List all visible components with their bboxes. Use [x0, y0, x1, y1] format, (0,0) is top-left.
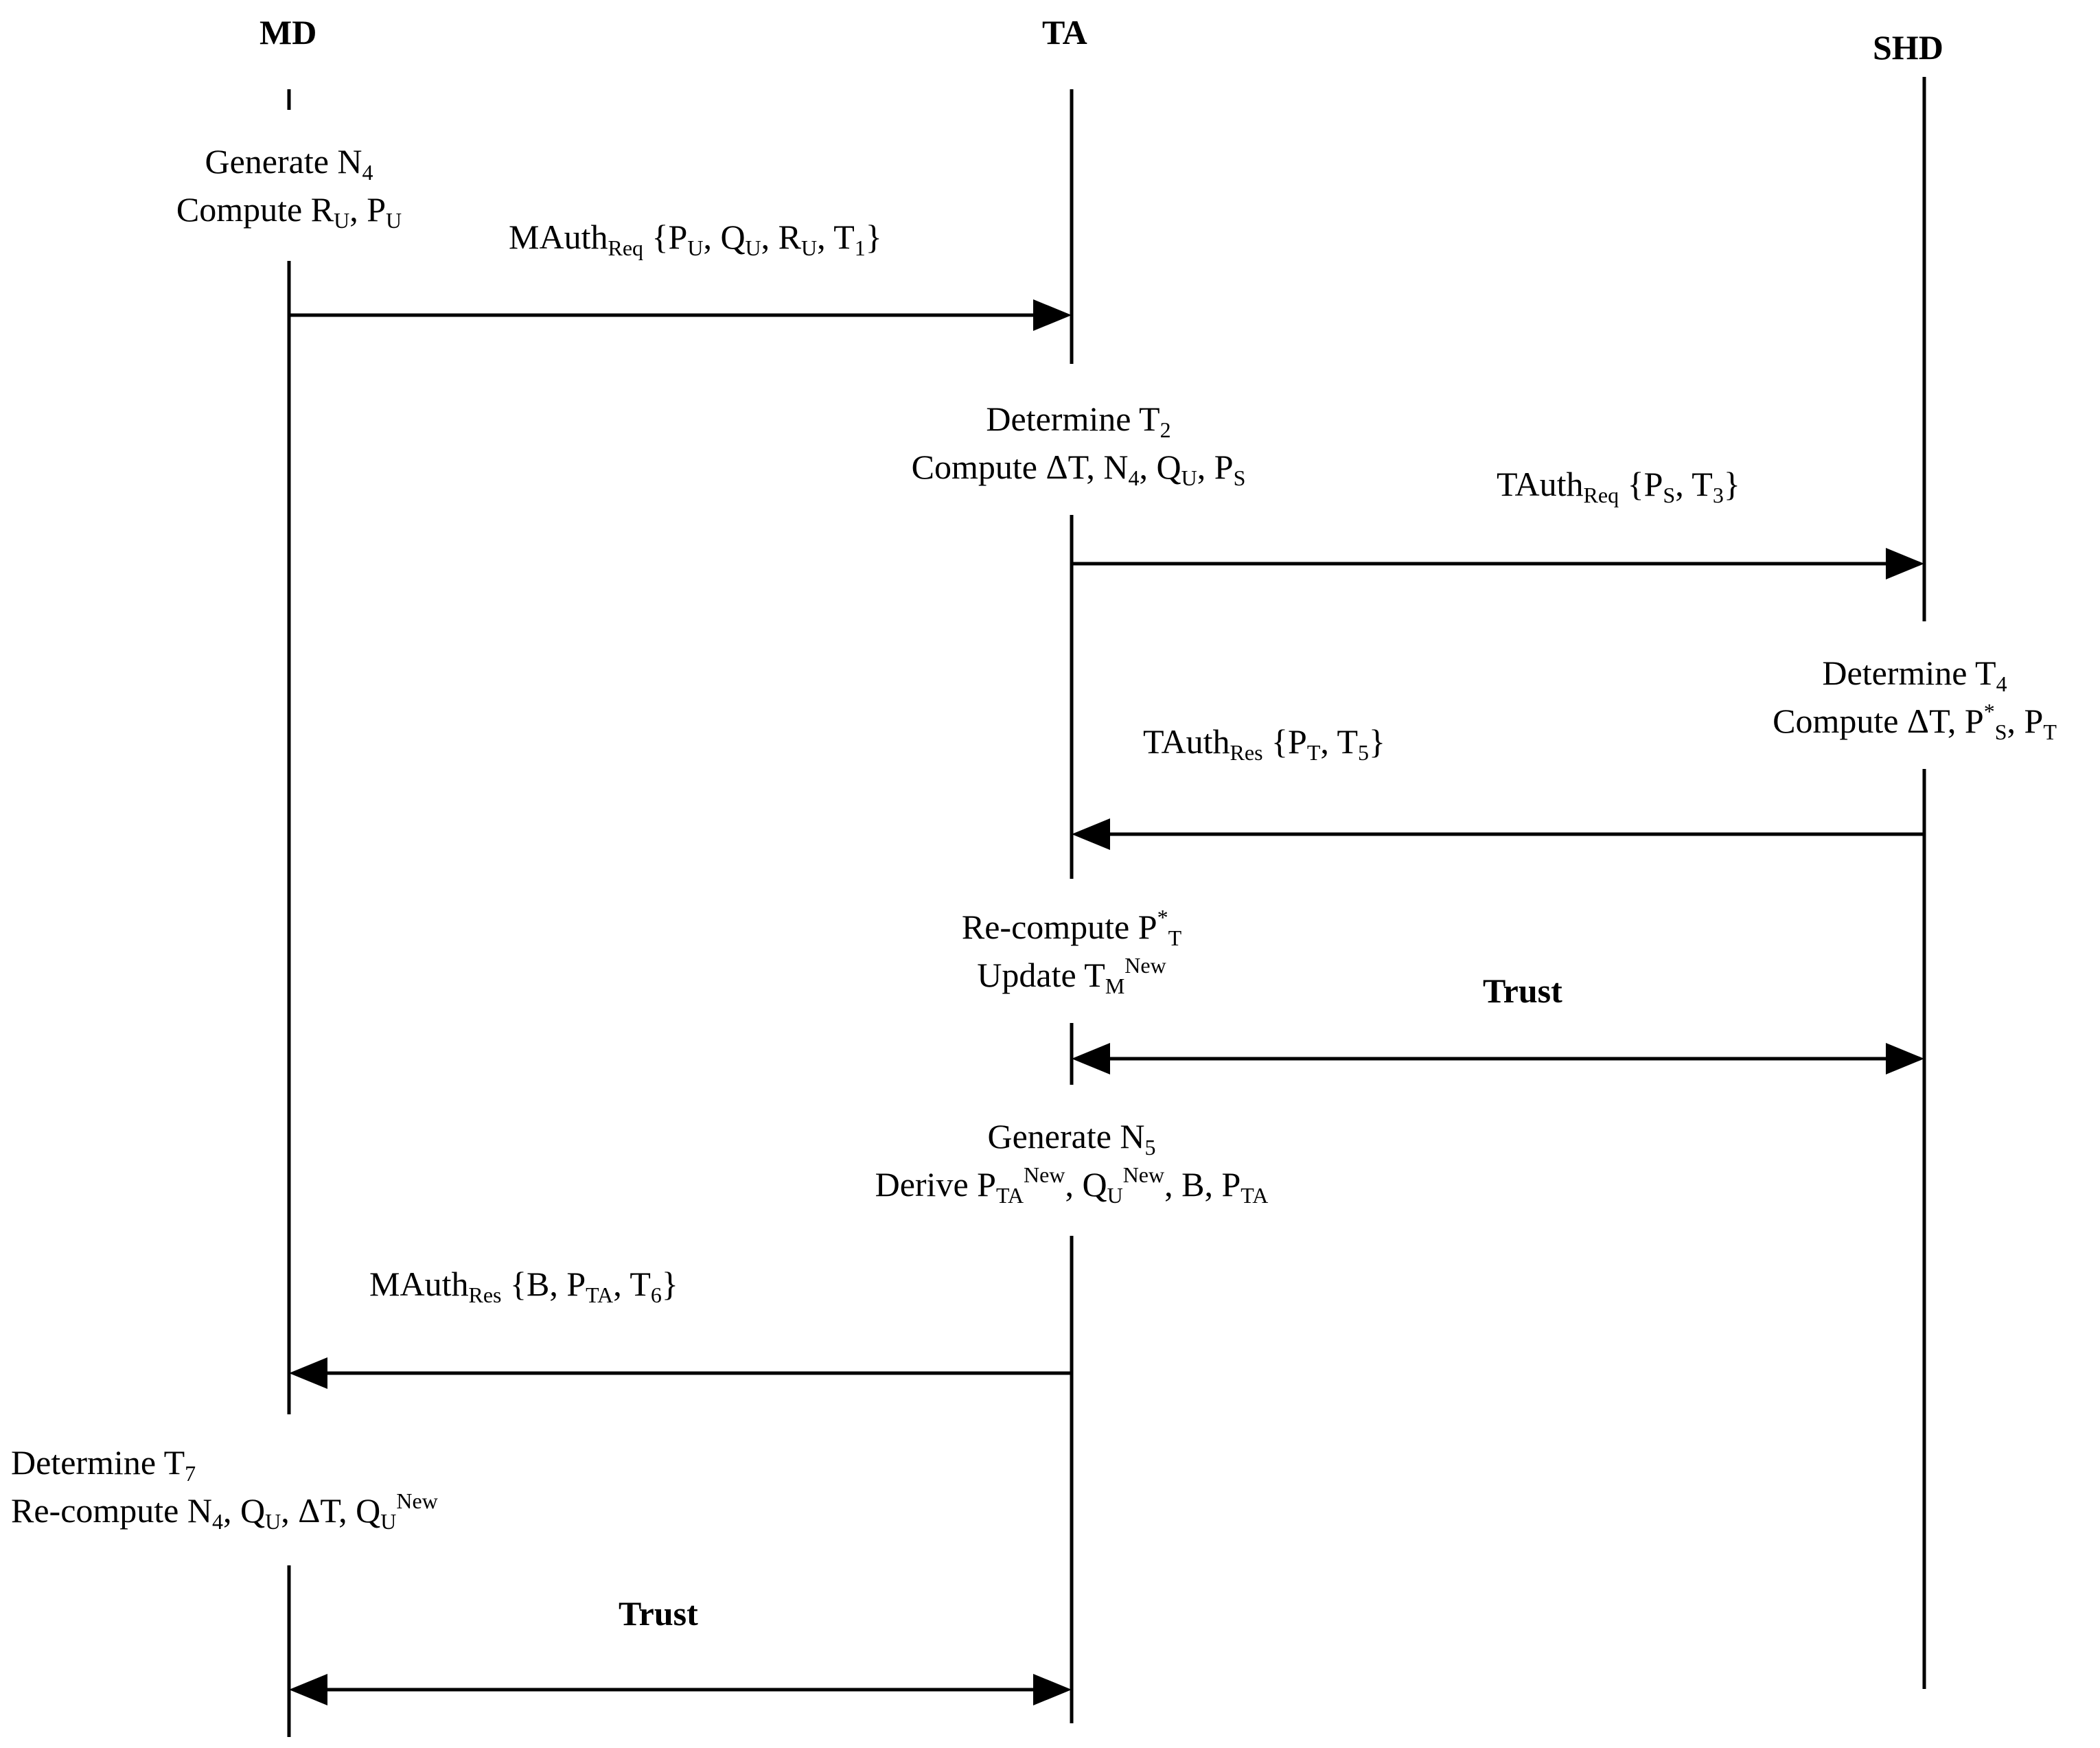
- arrowhead-mauth-res: [289, 1357, 327, 1389]
- label-trust-ta-shd: Trust: [1483, 971, 1562, 1010]
- note-line: Update TMNew: [977, 953, 1166, 998]
- arrowhead-tauth-res: [1072, 818, 1110, 850]
- note-ta-generate: Generate N5 Derive PTANew, QUNew, B, PTA: [797, 1112, 1346, 1208]
- label-mauth-res: MAuthRes {B, PTA, T6}: [369, 1265, 678, 1307]
- note-line: Generate N5: [987, 1117, 1156, 1160]
- arrowhead-trust-md-ta-left: [289, 1674, 327, 1705]
- note-line: Generate N4: [205, 142, 373, 185]
- label-mauth-req: MAuthReq {PU, QU, RU, T1}: [509, 218, 882, 260]
- note-line: Derive PTANew, QUNew, B, PTA: [875, 1162, 1269, 1208]
- note-line: Compute ΔT, P*S, PT: [1773, 699, 2057, 744]
- actor-md: MD: [259, 13, 317, 51]
- note-line: Determine T7: [11, 1443, 196, 1486]
- note-line: Compute RU, PU: [176, 190, 402, 233]
- arrowhead-tauth-req: [1886, 548, 1924, 579]
- actor-shd: SHD: [1873, 28, 1943, 67]
- note-shd-determine: Determine T4 Compute ΔT, P*S, PT: [1729, 649, 2100, 745]
- note-line: Re-compute N4, QU, ΔT, QUNew: [11, 1488, 438, 1534]
- arrowhead-trust-md-ta-right: [1033, 1674, 1072, 1705]
- arrowhead-trust-ta-shd-right: [1886, 1043, 1924, 1074]
- actor-ta: TA: [1042, 13, 1087, 51]
- label-trust-md-ta: Trust: [619, 1594, 698, 1633]
- note-ta-determine: Determine T2 Compute ΔT, N4, QU, PS: [838, 395, 1319, 491]
- note-line: Compute ΔT, N4, QU, PS: [911, 448, 1246, 490]
- label-tauth-res: TAuthRes {PT, T5}: [1143, 722, 1386, 765]
- note-line: Re-compute P*T: [961, 905, 1182, 950]
- note-line: Determine T4: [1822, 654, 2007, 696]
- arrowhead-mauth-req: [1033, 299, 1072, 331]
- note-ta-recompute: Re-compute P*T Update TMNew: [866, 903, 1278, 999]
- arrowhead-trust-ta-shd-left: [1072, 1043, 1110, 1074]
- note-line: Determine T2: [986, 400, 1171, 442]
- label-tauth-req: TAuthReq {PS, T3}: [1497, 465, 1740, 507]
- note-md-generate: Generate N4 Compute RU, PU: [117, 137, 461, 233]
- note-md-determine: Determine T7 Re-compute N4, QU, ΔT, QUNe…: [11, 1438, 438, 1534]
